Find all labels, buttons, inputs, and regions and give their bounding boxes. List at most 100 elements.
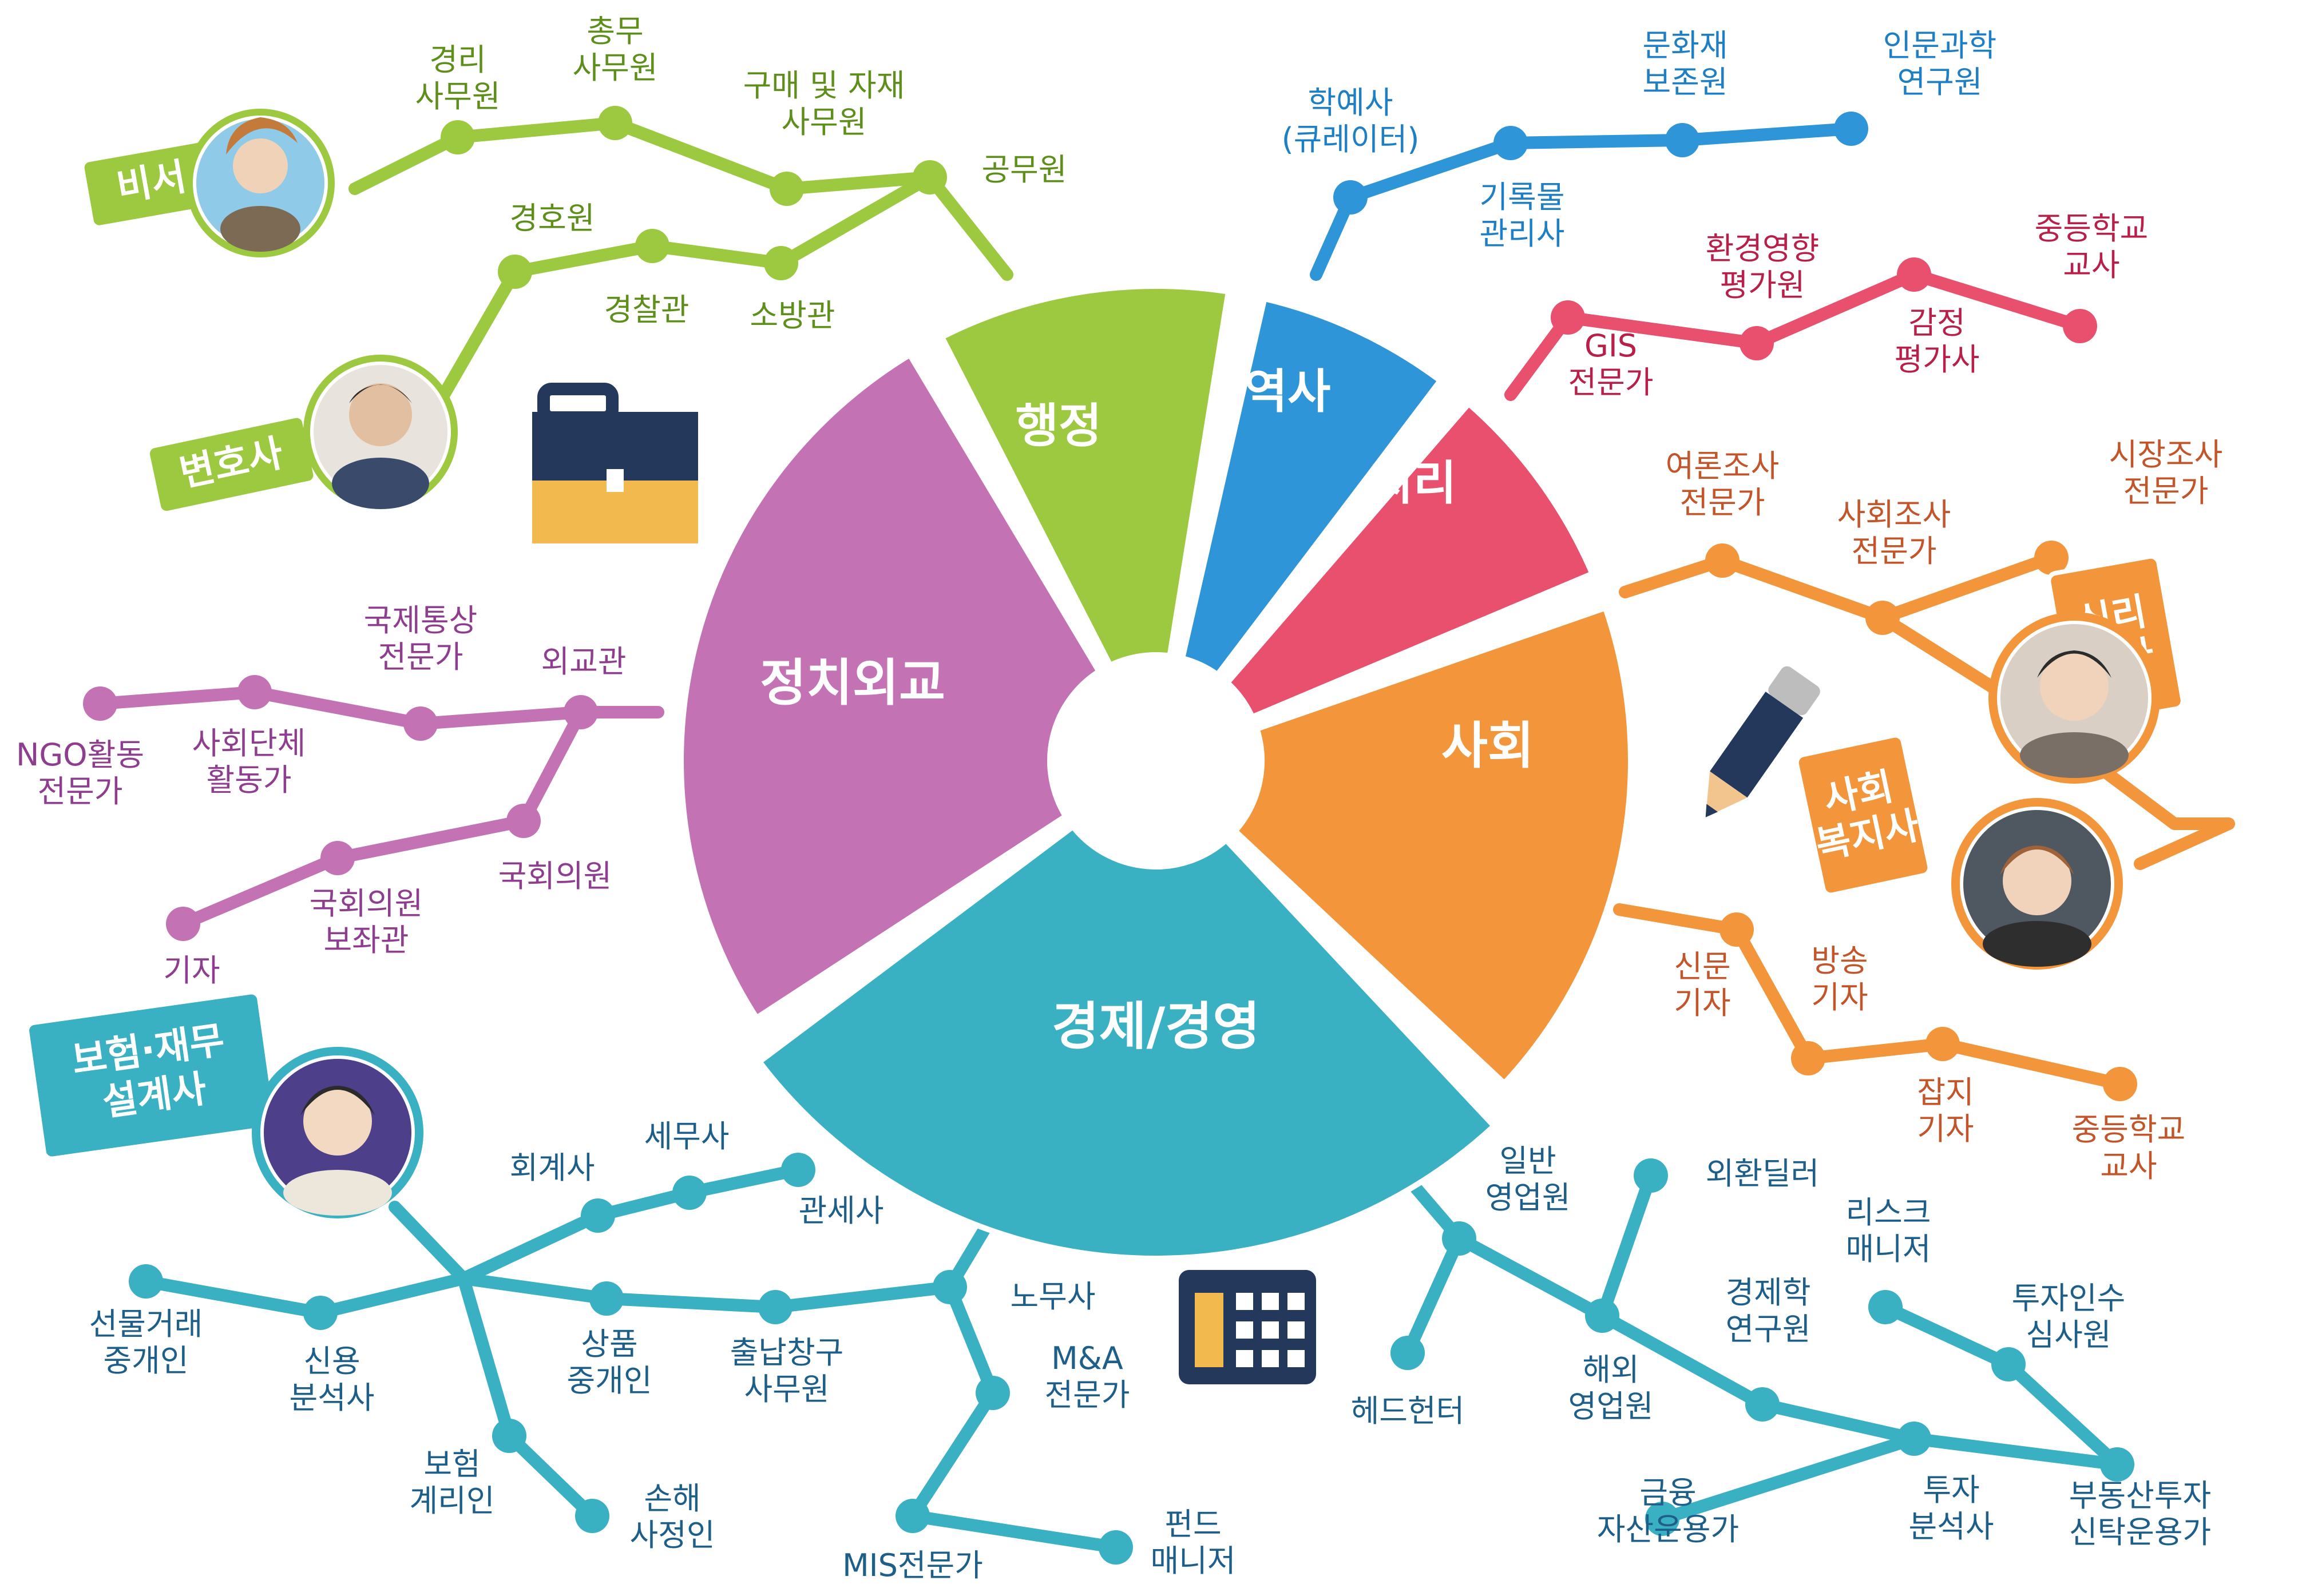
node-dot-fx_dealer <box>1634 1158 1668 1193</box>
career-label-fx_dealer: 외환딜러 <box>1706 1156 1820 1192</box>
node-dot-env_assessor <box>1740 326 1774 360</box>
branch-line-admin-0 <box>348 117 1013 281</box>
branch-line-politics-1 <box>177 706 587 930</box>
career-label-police: 경찰관 <box>604 292 689 328</box>
badge-lawyer: 변호사 <box>145 355 458 516</box>
career-label-lawmaker: 국회의원 <box>498 858 612 894</box>
node-dot-mis <box>896 1499 930 1533</box>
node-dot-risk_manager <box>1868 1290 1903 1324</box>
career-label-mis: MIS전문가 <box>842 1547 983 1583</box>
wheel-label-economy: 경제/경영 <box>1052 996 1260 1057</box>
node-dot-purchasing_clerk <box>770 172 804 206</box>
node-dot-sales_rep <box>1442 1221 1476 1256</box>
node-dot-commodity_broker <box>589 1281 624 1316</box>
branch-line-economy-3 <box>906 1281 1122 1554</box>
wheel-segment-geography <box>1223 399 1596 721</box>
briefcase-icon <box>532 383 698 543</box>
node-dot-records_manager <box>1493 126 1528 160</box>
career-label-labor_attorney: 노무사 <box>1010 1279 1095 1315</box>
branch-dots <box>83 106 2137 1565</box>
node-dot-actuary <box>492 1419 526 1453</box>
node-dot-appraiser <box>1897 257 1931 292</box>
branch-line-society-0 <box>1619 551 2058 624</box>
node-dot-lawmaker <box>506 804 541 838</box>
branch-line-economy-1 <box>457 1164 805 1285</box>
node-dot-underwriter <box>1991 1347 2026 1381</box>
node-dot-police <box>635 229 669 263</box>
node-dot-reporter <box>166 907 200 941</box>
career-label-firefighter: 소방관 <box>750 297 835 334</box>
wheel-segment-economy <box>755 822 1499 1261</box>
career-label-headhunter: 헤드헌터 <box>1351 1393 1465 1429</box>
node-dot-firefighter <box>764 246 798 280</box>
wheel-segment-history <box>1179 295 1445 679</box>
branch-line-society-1 <box>1876 612 2235 870</box>
node-dot-trade_expert <box>403 706 438 741</box>
career-label-civil_servant: 공무원 <box>981 152 1067 188</box>
wheel-segment-politics <box>678 351 1103 1022</box>
node-dot-geo_teacher <box>2063 309 2097 343</box>
branch-line-economy-4 <box>1401 1172 1465 1359</box>
career-label-curator: 학예사(큐레이터) <box>1282 85 1420 157</box>
node-dot-asset_manager <box>1645 1502 1679 1536</box>
node-dot-diplomat <box>564 695 598 729</box>
node-dot-newspaper_reporter <box>1719 912 1754 947</box>
node-dot-accounting_clerk <box>441 120 475 154</box>
node-dot-ngo <box>83 686 117 721</box>
career-label-reporter: 기자 <box>163 952 220 988</box>
badge-psychologist: 심리학자 <box>1988 554 2185 784</box>
wheel-label-politics: 정치외교 <box>760 653 945 712</box>
node-dot-investment_analyst <box>1897 1422 1931 1456</box>
branch-line-economy-0 <box>389 1201 599 1522</box>
calculator-icon <box>1179 1270 1316 1384</box>
badge-secretary: 비서 <box>80 109 335 257</box>
branch-line-economy-6 <box>1596 1169 1657 1322</box>
node-dot-tax_accountant <box>672 1176 707 1210</box>
wheel-label-history: 역사 <box>1245 364 1331 419</box>
node-dot-gis <box>1551 300 1585 335</box>
node-dot-conservator <box>1665 123 1699 157</box>
node-dot-loss_adjuster <box>575 1499 609 1533</box>
pencil-icon <box>1705 666 1820 817</box>
node-dot-magazine_reporter <box>1925 1027 1960 1061</box>
node-dot-futures_broker <box>129 1264 163 1299</box>
branch-line-economy-2 <box>140 1224 990 1319</box>
node-dot-poll_expert <box>1705 543 1740 578</box>
wheel-label-geography: 지리 <box>1370 456 1457 510</box>
person-badges: 비서변호사심리학자사회복지사보험·재무설계사 <box>25 109 2185 1218</box>
node-dot-society_teacher <box>2103 1067 2137 1101</box>
career-label-diplomat: 외교관 <box>541 644 626 680</box>
